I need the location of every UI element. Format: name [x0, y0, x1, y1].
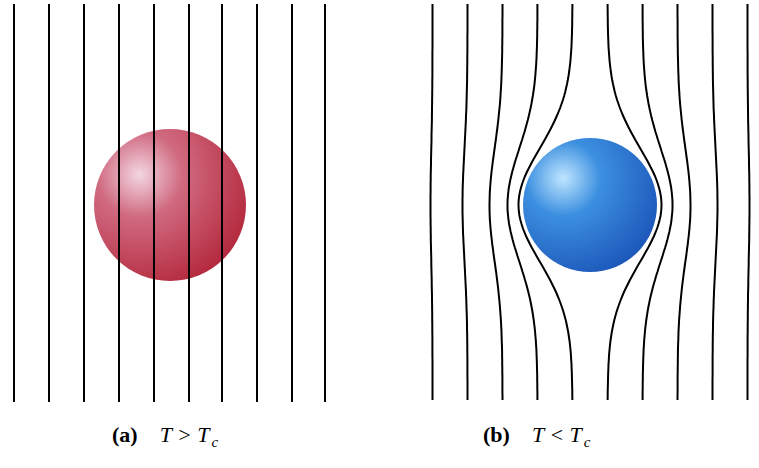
panel-label: (a) — [112, 422, 138, 447]
temperature-condition: T > T — [160, 422, 210, 447]
field-line — [221, 4, 223, 402]
caption-b: (b) T < Tc — [483, 424, 590, 450]
field-line — [490, 4, 503, 400]
superconducting-sphere — [523, 138, 657, 272]
field-line — [643, 4, 673, 400]
panel-label: (b) — [483, 422, 510, 447]
field-line — [508, 4, 538, 400]
caption-a: (a) T > Tc — [112, 424, 218, 450]
field-lines-expelled — [431, 4, 750, 400]
field-line — [291, 4, 293, 402]
field-line — [153, 4, 155, 402]
field-line — [256, 4, 258, 402]
subscript: c — [212, 434, 219, 450]
normal-sphere — [94, 129, 246, 281]
field-line — [713, 4, 718, 400]
field-line — [608, 4, 662, 400]
field-line — [13, 4, 15, 402]
field-line — [324, 4, 326, 402]
temperature-condition: T < T — [532, 422, 582, 447]
field-line — [678, 4, 691, 400]
field-line — [431, 4, 433, 400]
field-line — [519, 4, 573, 400]
subscript: c — [584, 434, 591, 450]
field-line — [748, 4, 750, 400]
field-line — [463, 4, 468, 400]
field-line — [188, 4, 190, 402]
field-line — [48, 4, 50, 402]
field-line — [83, 4, 85, 402]
field-line — [118, 4, 120, 402]
field-lines-uniform — [14, 4, 325, 402]
